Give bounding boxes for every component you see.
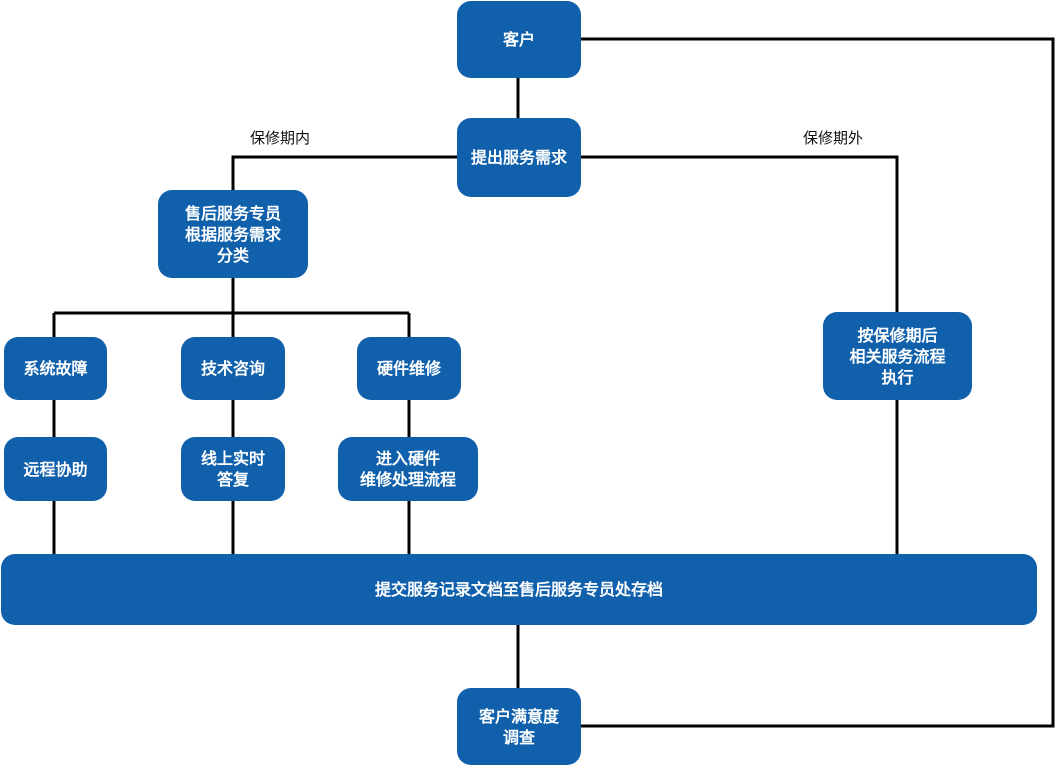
- node-classify-service-request: 售后服务专员 根据服务需求 分类: [158, 190, 308, 278]
- node-out-of-warranty-process: 按保修期后 相关服务流程 执行: [823, 312, 972, 400]
- connector-request-out-warranty: [581, 155, 899, 312]
- node-customer: 客户: [457, 1, 581, 78]
- node-customer-satisfaction-survey: 客户满意度 调查: [457, 688, 581, 765]
- node-hardware-repair-process: 进入硬件 维修处理流程: [338, 437, 478, 501]
- node-remote-assistance: 远程协助: [4, 437, 107, 501]
- node-system-fault: 系统故障: [4, 337, 107, 400]
- connector-customer-survey-loop: [581, 37, 1055, 728]
- node-hardware-repair: 硬件维修: [357, 337, 461, 400]
- node-online-realtime-reply: 线上实时 答复: [181, 437, 285, 501]
- label-out-of-warranty: 保修期外: [803, 129, 864, 147]
- node-submit-service-request: 提出服务需求: [457, 118, 581, 197]
- node-technical-consultation: 技术咨询: [181, 337, 285, 400]
- node-archive-service-record: 提交服务记录文档至售后服务专员处存档: [1, 554, 1037, 625]
- connector-request-classify: [231, 155, 457, 190]
- label-in-warranty: 保修期内: [250, 129, 311, 147]
